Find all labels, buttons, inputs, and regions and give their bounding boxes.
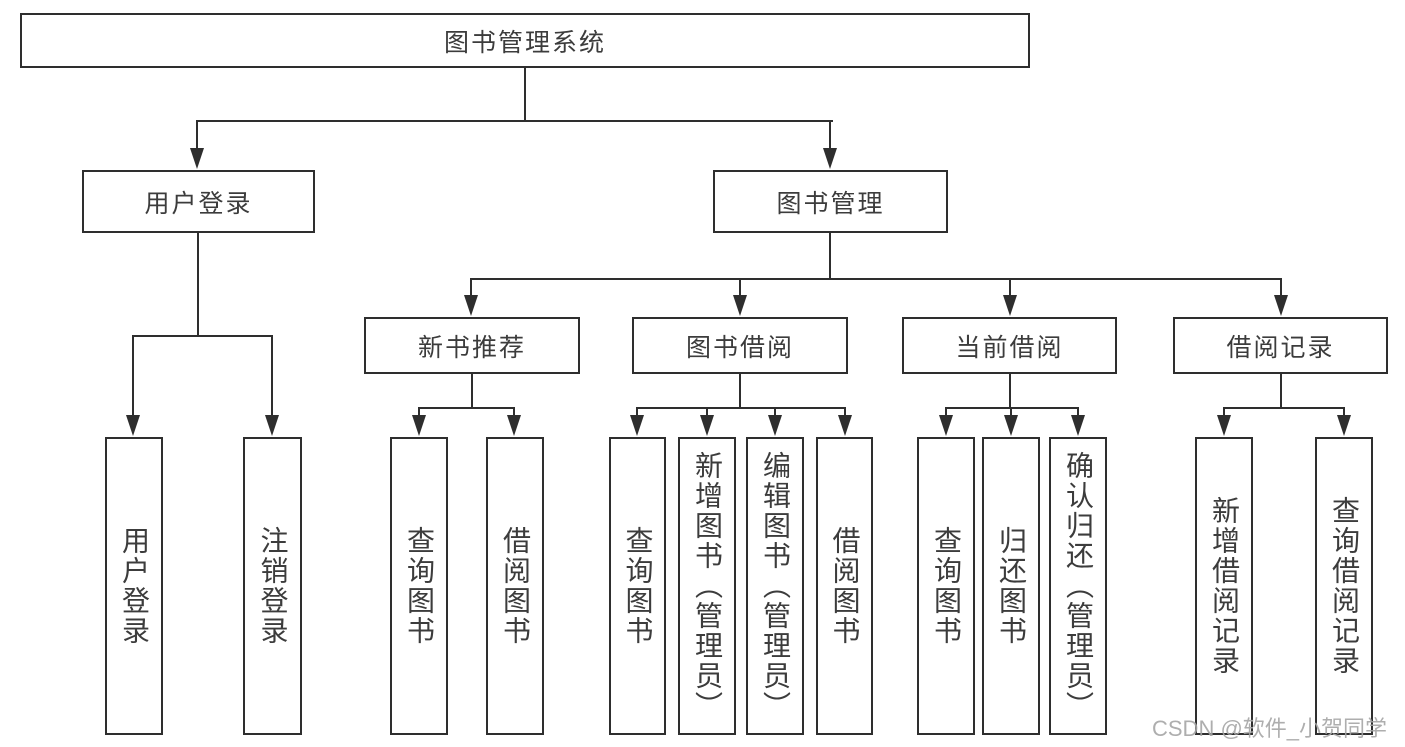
node-root: 图书管理系统 bbox=[20, 13, 1030, 68]
connector-root-hline bbox=[197, 120, 833, 122]
connector-rc1-stub bbox=[1223, 407, 1225, 419]
leaf-logout: 注销登录 bbox=[243, 437, 302, 735]
arrowhead-bw2 bbox=[700, 415, 714, 436]
leaf-cr-confirm-return-admin-label: 确认归还（管理员） bbox=[1063, 451, 1094, 721]
arrowhead-ul1 bbox=[126, 415, 140, 436]
connector-ul2-stub bbox=[271, 335, 273, 417]
leaf-bw-borrow-books-label: 借阅图书 bbox=[829, 526, 861, 646]
connector-user-login-vline bbox=[197, 233, 199, 335]
leaf-nb-borrow-books-label: 借阅图书 bbox=[500, 526, 531, 646]
connector-borrow-records-stub bbox=[1280, 278, 1282, 298]
connector-bw3-stub bbox=[774, 407, 776, 419]
arrowhead-user-login bbox=[190, 148, 204, 169]
leaf-bw-query-books: 查询图书 bbox=[609, 437, 666, 735]
connector-cr1-stub bbox=[945, 407, 947, 419]
connector-borrow-records-hline bbox=[1224, 407, 1345, 409]
leaf-bw-edit-books-admin-label: 编辑图书（管理员） bbox=[760, 451, 791, 721]
connector-book-borrow-stub bbox=[739, 278, 741, 298]
connector-borrow-records-vline bbox=[1280, 374, 1282, 407]
leaf-bw-query-books-label: 查询图书 bbox=[622, 526, 654, 646]
node-new-books: 新书推荐 bbox=[364, 317, 580, 374]
connector-new-books-stub bbox=[470, 278, 472, 298]
connector-current-borrow-stub bbox=[1009, 278, 1011, 298]
connector-new-books-hline bbox=[419, 407, 515, 409]
arrowhead-rc1 bbox=[1217, 415, 1231, 436]
node-new-books-label: 新书推荐 bbox=[417, 333, 526, 362]
connector-book-mgmt-vline bbox=[829, 233, 831, 278]
arrowhead-bw3 bbox=[768, 415, 782, 436]
node-current-borrow-label: 当前借阅 bbox=[955, 333, 1064, 362]
arrowhead-nb2 bbox=[507, 415, 521, 436]
leaf-rc-query-record-label: 查询借阅记录 bbox=[1329, 496, 1360, 676]
leaf-user-login: 用户登录 bbox=[105, 437, 163, 735]
leaf-bw-borrow-books: 借阅图书 bbox=[816, 437, 873, 735]
connector-bw2-stub bbox=[706, 407, 708, 419]
connector-book-mgmt-stub bbox=[829, 120, 831, 152]
leaf-nb-borrow-books: 借阅图书 bbox=[486, 437, 544, 735]
arrowhead-book-mgmt bbox=[823, 148, 837, 169]
node-borrow-records: 借阅记录 bbox=[1173, 317, 1388, 374]
connector-root-vline bbox=[524, 67, 526, 120]
arrowhead-ul2 bbox=[265, 415, 279, 436]
connector-current-borrow-vline bbox=[1009, 374, 1011, 407]
connector-user-login-stub bbox=[196, 120, 198, 152]
connector-new-books-vline bbox=[471, 374, 473, 407]
node-book-borrow-label: 图书借阅 bbox=[685, 333, 794, 362]
arrowhead-rc2 bbox=[1337, 415, 1351, 436]
arrowhead-cr1 bbox=[939, 415, 953, 436]
leaf-rc-add-record: 新增借阅记录 bbox=[1195, 437, 1253, 735]
connector-book-borrow-vline bbox=[739, 374, 741, 407]
connector-rc2-stub bbox=[1343, 407, 1345, 419]
connector-cr2-stub bbox=[1010, 407, 1012, 419]
node-root-label: 图书管理系统 bbox=[443, 28, 606, 57]
leaf-logout-label: 注销登录 bbox=[257, 526, 289, 646]
arrowhead-nb1 bbox=[412, 415, 426, 436]
leaf-bw-add-books-admin: 新增图书（管理员） bbox=[678, 437, 736, 735]
leaf-bw-edit-books-admin: 编辑图书（管理员） bbox=[746, 437, 804, 735]
leaf-user-login-label: 用户登录 bbox=[119, 526, 150, 646]
node-user-login: 用户登录 bbox=[82, 170, 315, 233]
connector-book-borrow-hline bbox=[637, 407, 846, 409]
connector-current-borrow-hline bbox=[946, 407, 1079, 409]
leaf-rc-query-record: 查询借阅记录 bbox=[1315, 437, 1373, 735]
arrowhead-bw1 bbox=[630, 415, 644, 436]
leaf-cr-confirm-return-admin: 确认归还（管理员） bbox=[1049, 437, 1107, 735]
node-current-borrow: 当前借阅 bbox=[902, 317, 1117, 374]
connector-nb2-stub bbox=[513, 407, 515, 419]
connector-nb1-stub bbox=[418, 407, 420, 419]
leaf-cr-return-books-label: 归还图书 bbox=[996, 526, 1027, 646]
connector-user-login-hline bbox=[133, 335, 273, 337]
connector-bw4-stub bbox=[844, 407, 846, 419]
node-user-login-label: 用户登录 bbox=[144, 189, 253, 218]
csdn-watermark: CSDN @软件_小贺同学 bbox=[1152, 716, 1388, 741]
leaf-cr-query-books-label: 查询图书 bbox=[931, 526, 962, 646]
leaf-cr-return-books: 归还图书 bbox=[982, 437, 1040, 735]
connector-bw1-stub bbox=[636, 407, 638, 419]
connector-ul1-stub bbox=[132, 335, 134, 417]
connector-cr3-stub bbox=[1077, 407, 1079, 419]
leaf-cr-query-books: 查询图书 bbox=[917, 437, 975, 735]
arrowhead-new-books bbox=[464, 295, 478, 316]
connector-book-mgmt-hline bbox=[471, 278, 1282, 280]
leaf-rc-add-record-label: 新增借阅记录 bbox=[1209, 496, 1240, 676]
node-book-management-label: 图书管理 bbox=[776, 189, 885, 218]
arrowhead-current-borrow bbox=[1003, 295, 1017, 316]
leaf-bw-add-books-admin-label: 新增图书（管理员） bbox=[692, 451, 723, 721]
leaf-nb-query-books-label: 查询图书 bbox=[404, 526, 435, 646]
arrowhead-book-borrow bbox=[733, 295, 747, 316]
arrowhead-cr3 bbox=[1071, 415, 1085, 436]
node-book-borrow: 图书借阅 bbox=[632, 317, 848, 374]
arrowhead-cr2 bbox=[1004, 415, 1018, 436]
node-book-management: 图书管理 bbox=[713, 170, 948, 233]
node-borrow-records-label: 借阅记录 bbox=[1226, 333, 1335, 362]
arrowhead-bw4 bbox=[838, 415, 852, 436]
arrowhead-borrow-records bbox=[1274, 295, 1288, 316]
leaf-nb-query-books: 查询图书 bbox=[390, 437, 448, 735]
